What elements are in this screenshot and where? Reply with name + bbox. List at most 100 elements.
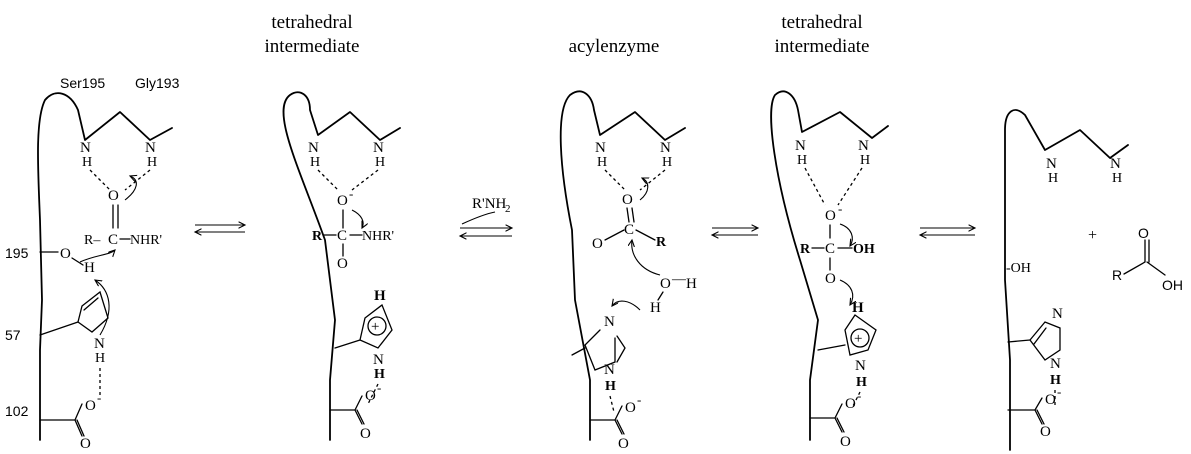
atom: N — [595, 140, 606, 156]
carboxylate-2 — [329, 395, 365, 425]
atom: O — [625, 400, 636, 416]
imidazole-5 — [1029, 321, 1061, 361]
atom: N — [1046, 156, 1057, 172]
backbone-5 — [1004, 109, 1129, 451]
atom: O — [1040, 424, 1051, 440]
panel-4: N H N H O - R C OH O H + N H O - O — [770, 90, 889, 450]
arrow — [124, 176, 136, 201]
atom: O — [337, 256, 348, 272]
title-tetrahedral-2-line1: tetrahedral — [781, 12, 862, 33]
equilibrium-arrows-4 — [920, 228, 975, 235]
plus-circle — [850, 328, 870, 348]
hbonds-oxyanion-2 — [317, 169, 379, 191]
title-tetrahedral-1-line1: tetrahedral — [271, 12, 352, 33]
atom: O — [80, 436, 91, 452]
arrow — [839, 223, 852, 246]
panel-2: N H N H O - R C NHR' O H + N H O - O — [282, 91, 401, 442]
atom: N — [80, 140, 91, 156]
arrow — [639, 178, 648, 201]
atom: C — [825, 241, 835, 257]
carboxylate-5 — [1007, 397, 1045, 425]
group: NHR' — [362, 229, 394, 244]
amine-release: R'NH 2 — [460, 196, 512, 236]
charge: - — [349, 186, 353, 201]
bond-dash: — — [671, 272, 687, 287]
atom: R — [312, 229, 323, 244]
arrow — [632, 240, 661, 276]
leaving-amine-subscript: 2 — [505, 203, 511, 215]
arrow — [839, 279, 853, 305]
charge: - — [97, 390, 101, 405]
backbone-3 — [559, 90, 686, 441]
arrow — [612, 301, 641, 311]
atom: C — [624, 222, 634, 238]
label-ser195: Ser195 — [60, 75, 105, 91]
pos-102: 102 — [5, 403, 29, 419]
charge: + — [371, 319, 379, 335]
free-serine-oh: -OH — [1006, 261, 1031, 276]
atom: H — [852, 300, 864, 316]
atom: H — [310, 155, 320, 170]
atom: H — [605, 379, 616, 394]
atom: N — [855, 358, 866, 374]
product-oh: OH — [1162, 277, 1183, 293]
pos-57: 57 — [5, 327, 21, 343]
imidazole-3 — [584, 329, 616, 371]
atom: H — [82, 155, 92, 170]
title-tetrahedral-1-line2: intermediate — [265, 36, 360, 57]
atom: C — [337, 228, 347, 244]
charge: - — [838, 201, 842, 216]
atom: H — [597, 155, 607, 170]
backbone-2 — [282, 91, 401, 441]
imidazolium-4 — [844, 314, 877, 356]
atom: N — [308, 140, 319, 156]
label-gly193: Gly193 — [135, 75, 180, 91]
arrow — [95, 280, 110, 336]
atom: H — [375, 155, 385, 170]
arrow — [461, 211, 496, 225]
bond — [604, 229, 625, 241]
carboxylate-1 — [39, 403, 85, 437]
atom: H — [84, 260, 95, 276]
atom: C — [108, 232, 118, 248]
atom: N — [604, 314, 615, 330]
atom: H — [95, 351, 105, 366]
atom: H — [147, 155, 157, 170]
atom: O — [365, 388, 376, 404]
plus-sign: + — [1088, 227, 1097, 244]
atom: O — [618, 436, 629, 452]
equilibrium-arrows-1 — [195, 225, 245, 232]
group: NHR' — [130, 233, 162, 248]
panel-5: N H N H -OH + R O OH N N H O - O — [1004, 109, 1183, 451]
atom: H — [856, 375, 867, 390]
charge: - — [637, 392, 641, 407]
hbond — [609, 395, 615, 413]
atom: O — [1138, 225, 1149, 241]
charge: + — [854, 331, 862, 347]
plus-circle — [367, 316, 387, 336]
atom: H — [1112, 171, 1122, 186]
bond — [83, 297, 99, 311]
atom: O — [845, 396, 856, 412]
backbone-1 — [37, 92, 173, 441]
atom: R — [800, 242, 811, 257]
carboxylate-4 — [809, 403, 845, 433]
atom: N — [1052, 306, 1063, 322]
group: OH — [853, 242, 875, 257]
atom: O — [622, 192, 633, 208]
atom: O — [337, 193, 348, 209]
bond — [616, 335, 626, 363]
atom: N — [1110, 156, 1121, 172]
atom: N — [604, 362, 615, 378]
bond — [571, 347, 586, 356]
hbonds-oxyanion-4 — [804, 167, 863, 206]
group: R– — [84, 233, 101, 248]
pos-195: 195 — [5, 245, 29, 261]
hbond — [851, 391, 861, 409]
atom: O — [85, 398, 96, 414]
atom: H — [650, 300, 661, 316]
atom: N — [660, 140, 671, 156]
charge: - — [857, 388, 861, 403]
